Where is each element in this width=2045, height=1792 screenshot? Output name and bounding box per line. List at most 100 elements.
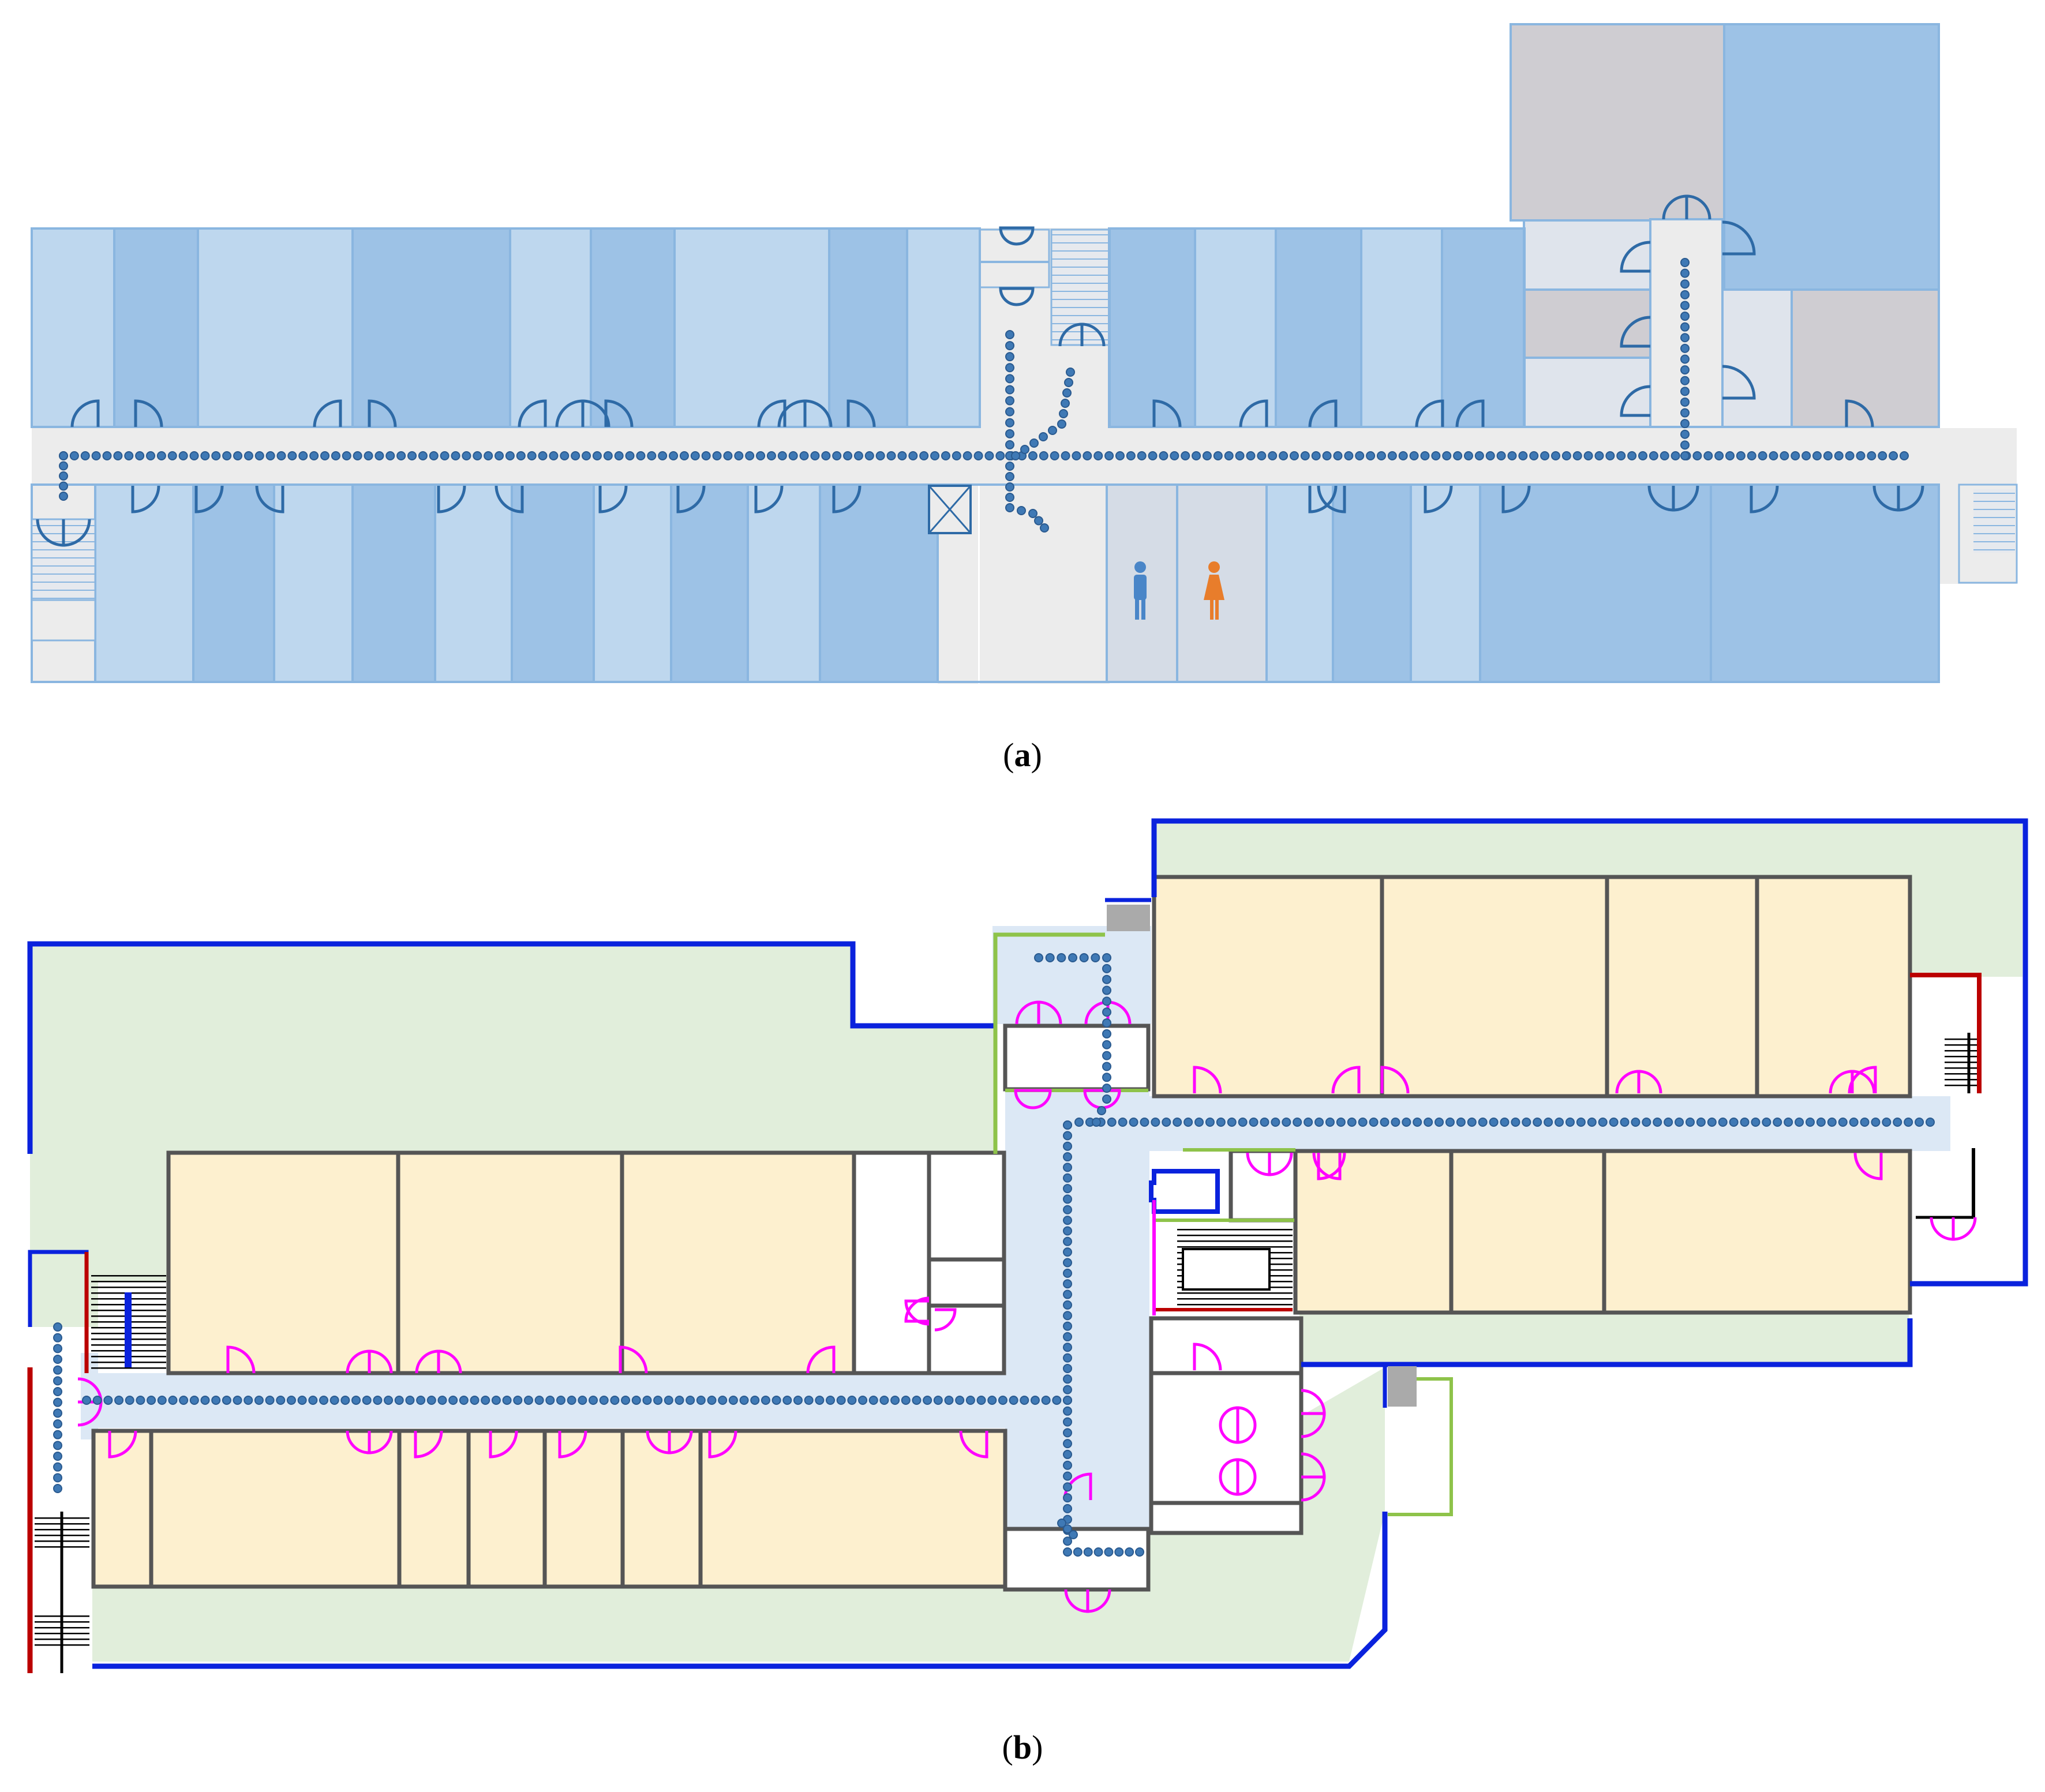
path-dot [286,1396,296,1405]
path-dot [1587,1118,1597,1127]
path-dot [962,451,972,460]
path-dot [1729,1118,1739,1127]
path-dot [53,1376,62,1386]
double-door [1301,1452,1326,1479]
door-arc [77,1400,103,1427]
double-door [1851,1070,1876,1094]
door-arc [598,485,628,513]
double-door [368,1430,393,1454]
path-dot [1063,1374,1072,1384]
path-dot [1463,451,1473,460]
path-dot [1005,363,1014,373]
path-dot [1660,451,1669,460]
path-dot [1073,1547,1083,1557]
path-dot [1522,1118,1531,1127]
path-dot [908,451,918,460]
path-dot [1079,953,1089,962]
double-door [1672,485,1699,512]
path-dot [1685,1118,1695,1127]
path-dot [897,451,907,460]
path-dot [1029,438,1039,448]
path-dot [53,1387,62,1396]
path-dot [1102,1062,1111,1071]
path-dot [1183,1118,1193,1127]
path-dot [103,1396,113,1405]
path-dot [1063,1504,1072,1513]
path-dot [59,481,68,491]
path-dot [923,1396,932,1405]
path-dot [168,1396,178,1405]
path-dot [523,1396,533,1405]
path-dot [200,1396,210,1405]
path-dot [1260,1118,1269,1127]
path-dot [1102,1007,1111,1017]
path-dot [1609,1118,1619,1127]
path-dot [560,451,570,460]
path-dot [761,1396,770,1405]
panel-b-caption: (b) [1002,1729,1043,1766]
path-dot [952,451,961,460]
path-dot [1664,1118,1673,1127]
path-dot [1148,451,1158,460]
path-dot [1680,397,1690,407]
path-dot [59,471,68,481]
path-dot [222,1396,231,1405]
path-dot [179,1396,189,1405]
path-dot [1064,378,1073,387]
path-dot [59,461,68,471]
path-dot [1680,429,1690,439]
path-dot [1680,365,1690,375]
path-dot [407,451,417,460]
path-dot [1550,451,1560,460]
door-arc [414,1430,443,1459]
path-dot [1300,451,1310,460]
path-dot [1751,1118,1761,1127]
path-dot [1102,1073,1111,1082]
path-dot [1333,451,1343,460]
path-dot [82,1396,91,1405]
path-dot [1151,1118,1160,1127]
double-door [646,1430,671,1454]
path-dot [178,451,188,460]
path-dot [1057,953,1066,962]
door-arc [70,399,100,428]
double-door [346,1349,371,1374]
path-dot [1867,451,1877,460]
path-dot [1063,1385,1072,1394]
path-dot [766,451,776,460]
double-door [1219,1458,1239,1478]
path-dot [156,451,166,460]
stairwell-central-b [1177,1229,1293,1310]
path-dot [1005,493,1014,502]
double-door [62,519,91,547]
path-dot [771,1396,781,1405]
path-dot [1040,523,1049,533]
door-arc [904,1299,930,1326]
path-dot [1181,451,1190,460]
path-dot [136,1396,145,1405]
path-dot [571,451,580,460]
path-dot [847,1396,857,1405]
path-dot [1063,1247,1072,1257]
path-dot [1893,1118,1902,1127]
path-dot [804,1396,814,1405]
path-dot [254,1396,264,1405]
path-dot [53,1462,62,1472]
path-dot [53,1397,62,1407]
door-arc [1722,220,1756,256]
path-dot [462,451,471,460]
path-dot [1092,1118,1101,1127]
path-dot [965,1396,975,1405]
path-dot [1034,953,1043,962]
path-dot [1380,1118,1389,1127]
door-arc [754,485,784,513]
path-dot [614,451,624,460]
path-dot [1173,1118,1182,1127]
path-dot [1097,1106,1106,1115]
path-dot [1005,385,1014,395]
path-dot [995,451,1005,460]
path-dot [1358,1118,1368,1127]
path-dot [1039,451,1048,460]
double-door [437,1349,462,1374]
double-door [999,226,1017,246]
